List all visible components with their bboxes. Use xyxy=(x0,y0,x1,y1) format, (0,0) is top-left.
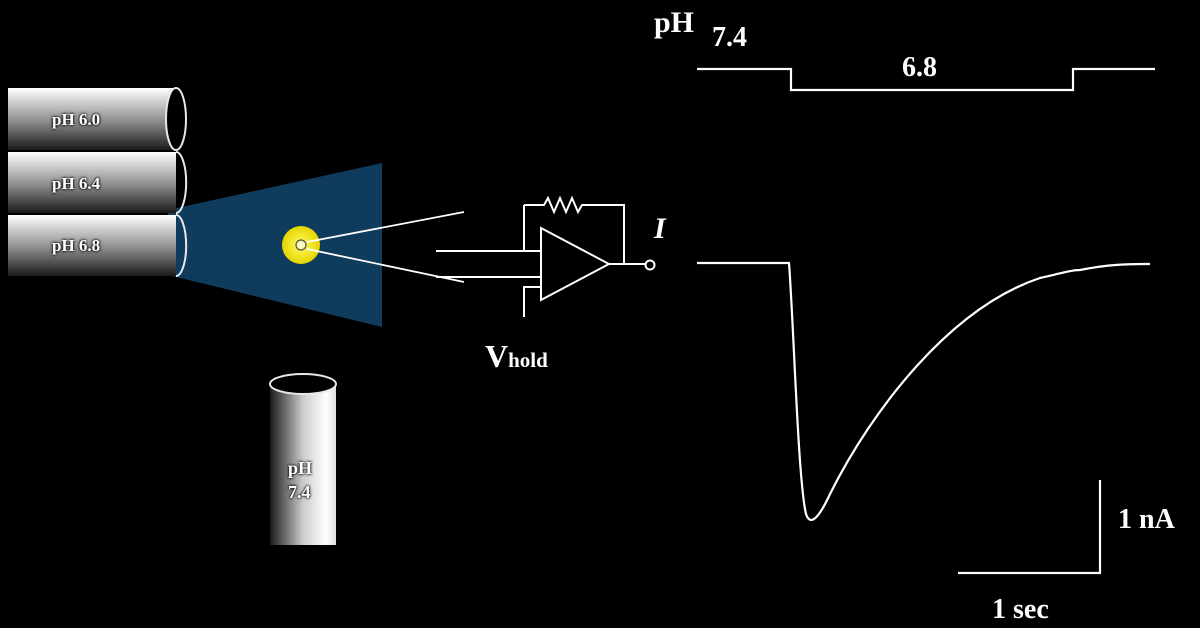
current-output-label: I xyxy=(654,212,666,245)
electrode-line-upper xyxy=(306,211,465,243)
amplifier-circuit xyxy=(436,195,656,317)
tube-ph-6-0 xyxy=(8,87,187,151)
op-amp-triangle xyxy=(540,226,612,302)
tube-label-ph-7-4-line1: pH xyxy=(288,458,313,478)
tube-ph-7-4 xyxy=(269,373,337,545)
pipette-tip xyxy=(295,239,307,251)
feedback-resistor xyxy=(524,195,625,265)
ph-baseline-value: 7.4 xyxy=(712,22,747,53)
scale-time-label: 1 sec xyxy=(992,594,1049,625)
tube-ph-6-8 xyxy=(8,214,188,277)
hold-voltage-label-main: V xyxy=(485,338,509,374)
hold-voltage-label: Vhold xyxy=(485,338,548,375)
ph-axis-label: pH xyxy=(654,6,695,39)
ph-step-value: 6.8 xyxy=(902,52,937,83)
output-terminal xyxy=(644,259,656,271)
tube-label-ph-7-4-line2: 7.4 xyxy=(288,482,311,502)
tube-ph-6-4 xyxy=(8,151,188,214)
hold-lead xyxy=(523,286,541,317)
tube-label-ph-6-4: pH 6.4 xyxy=(52,174,101,193)
ph-step-trace xyxy=(697,67,1155,92)
cell xyxy=(282,226,320,264)
tube-label-ph-6-8: pH 6.8 xyxy=(52,236,101,255)
solution-cone xyxy=(168,163,382,327)
tube-label-ph-6-0: pH 6.0 xyxy=(52,110,101,129)
current-trace xyxy=(697,261,1151,521)
scale-bar xyxy=(958,480,1102,575)
scale-current-label: 1 nA xyxy=(1118,504,1175,535)
hold-voltage-label-sub: hold xyxy=(508,348,548,372)
